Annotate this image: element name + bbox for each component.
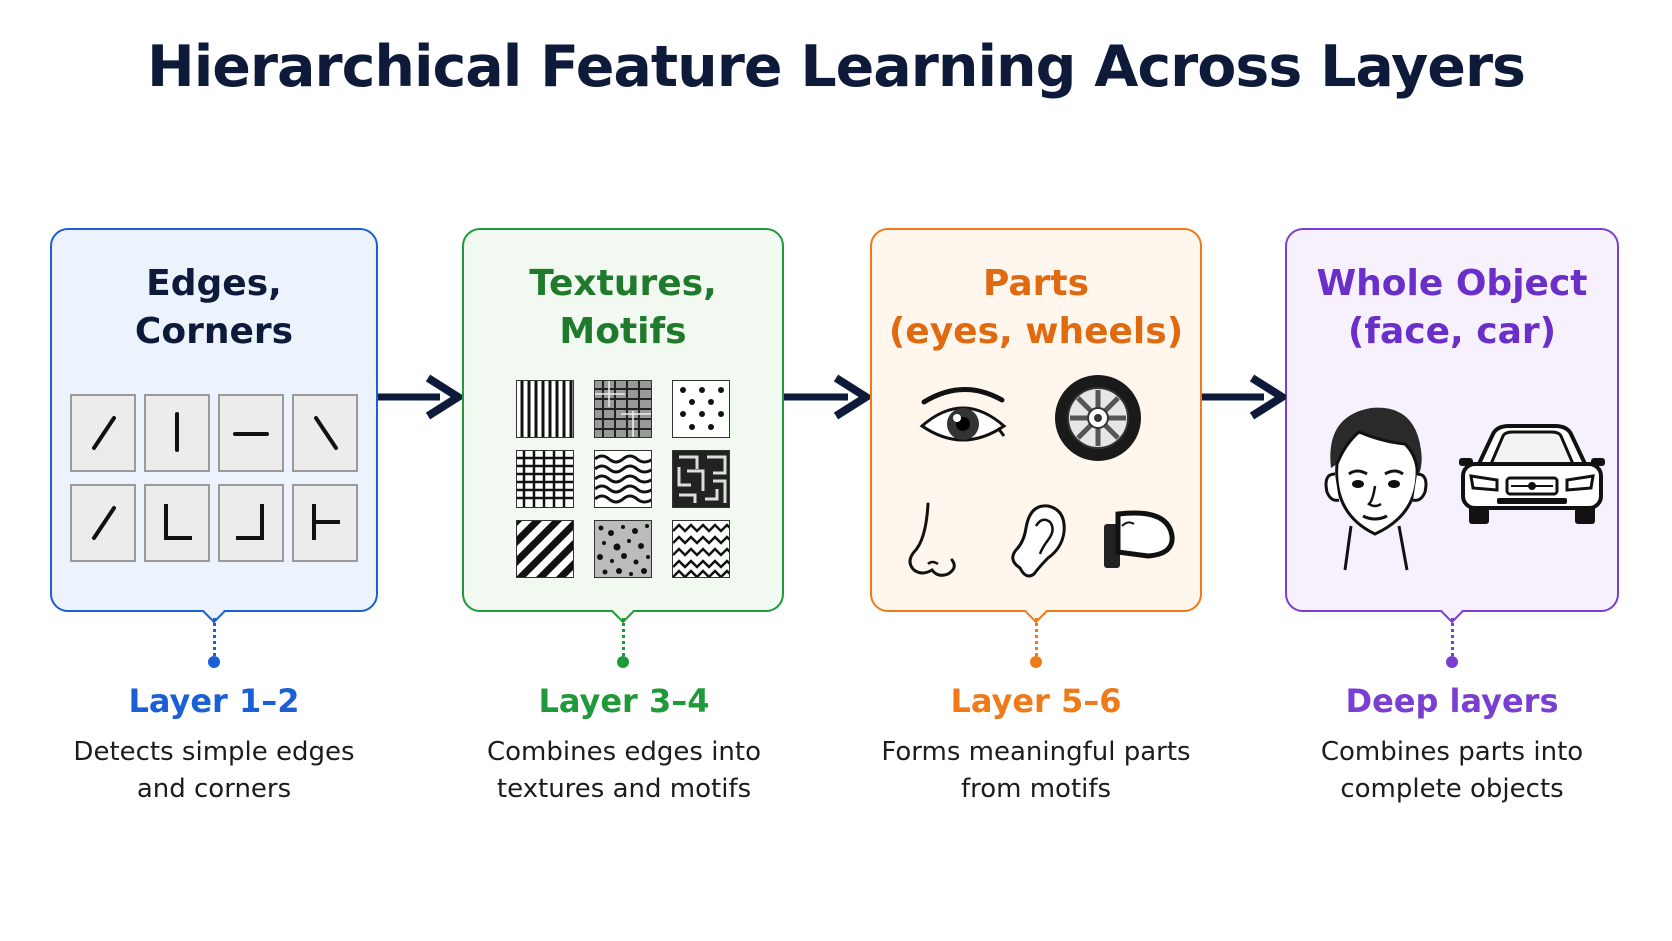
dot-pattern-icon xyxy=(672,380,730,438)
arrow-right-icon xyxy=(784,374,870,420)
connector-dotted-line xyxy=(1035,618,1038,662)
layer-description-line1: Combines edges into xyxy=(486,737,761,767)
diagonal-stripes-icon xyxy=(516,520,574,578)
ear-icon xyxy=(1011,504,1066,578)
connector-dotted-line xyxy=(1451,618,1454,662)
stage-title: Textures, Motifs xyxy=(464,260,782,356)
stage-title: Edges, Corners xyxy=(52,260,376,356)
vertical-stripes-icon xyxy=(516,380,574,438)
stage-title-line2: (eyes, wheels) xyxy=(888,311,1184,352)
arrow-right-icon xyxy=(1202,374,1286,420)
layer-description: Forms meaningful parts from motifs xyxy=(856,734,1216,808)
layer-description: Combines edges into textures and motifs xyxy=(444,734,804,808)
corner-bottom-left-icon xyxy=(144,484,210,562)
diagonal-edge-icon xyxy=(70,394,136,472)
layer-description-line2: and corners xyxy=(136,774,292,804)
layer-description-line2: textures and motifs xyxy=(496,774,752,804)
diagram-title: Hierarchical Feature Learning Across Lay… xyxy=(147,34,1526,100)
connector-dot xyxy=(1030,656,1042,668)
layer-label: Deep layers xyxy=(1345,682,1559,720)
vertical-edge-icon xyxy=(144,394,210,472)
layer-description: Detects simple edges and corners xyxy=(34,734,394,808)
layer-description-line1: Forms meaningful parts xyxy=(881,737,1191,767)
layer-description-line2: from motifs xyxy=(960,774,1112,804)
layer-label: Layer 5–6 xyxy=(950,682,1122,720)
car-icon xyxy=(1459,424,1605,524)
layer-description: Combines parts into complete objects xyxy=(1272,734,1632,808)
stage-title-line1: Textures, xyxy=(529,263,717,304)
layer-label: Layer 3–4 xyxy=(538,682,710,720)
connector-dot xyxy=(208,656,220,668)
corner-bottom-right-icon xyxy=(218,484,284,562)
maze-texture-icon xyxy=(672,450,730,508)
stage-edges-corners: Edges, Corners xyxy=(50,228,378,624)
crosshatch-texture-icon xyxy=(594,380,652,438)
connector-dotted-line xyxy=(213,618,216,662)
horizontal-edge-icon xyxy=(218,394,284,472)
side-mirror-icon xyxy=(1104,510,1175,568)
t-junction-icon xyxy=(292,484,358,562)
nose-icon xyxy=(908,502,956,577)
zigzag-texture-icon xyxy=(672,520,730,578)
anti-diagonal-edge-icon xyxy=(292,394,358,472)
layer-description-line2: complete objects xyxy=(1340,774,1564,804)
stage-title: Whole Object (face, car) xyxy=(1287,260,1617,356)
stage-title-line2: Corners xyxy=(134,311,294,352)
speckle-texture-icon xyxy=(594,520,652,578)
layer-description-line1: Detects simple edges xyxy=(73,737,355,767)
stage-textures-motifs: Textures, Motifs xyxy=(462,228,784,624)
stage-title-line2: Motifs xyxy=(559,311,687,352)
stage-title-line1: Parts xyxy=(982,263,1090,304)
stage-whole-object: Whole Object (face, car) xyxy=(1285,228,1619,624)
wheel-icon xyxy=(1055,375,1141,461)
arrow-right-icon xyxy=(378,374,462,420)
connector-dot xyxy=(617,656,629,668)
grid-texture-icon xyxy=(516,450,574,508)
wavy-texture-icon xyxy=(594,450,652,508)
connector-dot xyxy=(1446,656,1458,668)
stage-title: Parts (eyes, wheels) xyxy=(872,260,1200,356)
connector-dotted-line xyxy=(622,618,625,662)
layer-description-line1: Combines parts into xyxy=(1320,737,1584,767)
eye-icon xyxy=(919,387,1007,442)
face-icon xyxy=(1324,407,1428,571)
stage-parts: Parts (eyes, wheels) xyxy=(870,228,1202,624)
diagonal-edge-icon xyxy=(70,484,136,562)
stage-title-line1: Whole Object xyxy=(1316,263,1588,304)
layer-label: Layer 1–2 xyxy=(128,682,300,720)
stage-title-line2: (face, car) xyxy=(1347,311,1557,352)
stage-title-line1: Edges, xyxy=(146,263,282,304)
